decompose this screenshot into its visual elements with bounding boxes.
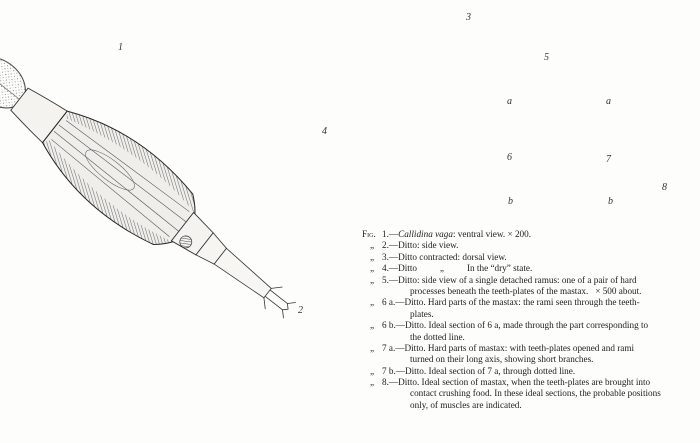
- figure-label-7b: b: [608, 196, 613, 207]
- caption-line-fig3: „ 3.—Ditto contracted: dorsal view.: [370, 251, 507, 262]
- figure-label-8: 8: [662, 182, 667, 193]
- caption-line-fig6a: „ 6 a.—Ditto. Hard parts of the mastax: …: [370, 297, 640, 308]
- figure-label-6b: b: [508, 196, 513, 207]
- figure-1-rotifer-ventral: [0, 56, 296, 319]
- figure-label-7a: a: [606, 96, 611, 107]
- caption-line-fig7b: „ 7 b.—Ditto. Ideal section of 7 a, thro…: [370, 365, 576, 376]
- caption-line-fig6a-cont: plates.: [410, 308, 434, 319]
- figure-label-4: 4: [322, 126, 327, 137]
- figure-label-2: 2: [298, 305, 303, 316]
- caption-line-fig8-cont2: only, of muscles are indicated.: [410, 399, 522, 410]
- caption-line-fig8-cont: contact crushing food. In these ideal se…: [410, 388, 661, 399]
- figure-label-7: 7: [606, 154, 611, 165]
- caption-line-fig4: „ 4.—Ditto „ In the “dry” state.: [370, 263, 533, 274]
- figure-label-6: 6: [507, 152, 512, 163]
- caption-line-fig5: „ 5.—Ditto: side view of a single detach…: [370, 274, 637, 285]
- caption-mark: Fig.: [362, 229, 376, 239]
- caption-line-fig1: Fig. 1.—Callidina vaga: ventral view. × …: [362, 229, 532, 239]
- figure-caption: Fig. 1.—Callidina vaga: ventral view. × …: [362, 229, 698, 411]
- caption-line-fig7a: „ 7 a.—Ditto. Hard parts of mastax: with…: [370, 342, 635, 353]
- figure-label-5: 5: [544, 52, 549, 63]
- caption-line-fig8: „ 8.—Ditto. Ideal section of mastax, whe…: [370, 377, 651, 388]
- caption-line-fig2: „ 2.—Ditto: side view.: [370, 240, 459, 251]
- caption-line-fig7a-cont: turned on their long axis, showing short…: [410, 354, 594, 365]
- caption-line-fig6b-cont: the dotted line.: [410, 331, 465, 342]
- figure-label-6a: a: [507, 96, 512, 107]
- figure-label-1: 1: [118, 42, 123, 53]
- species-name: Callidina vaga: [398, 229, 453, 239]
- caption-line-fig6b: „ 6 b.—Ditto. Ideal section of 6 a, made…: [370, 320, 649, 331]
- caption-line-fig5-cont: processes beneath the teeth-plates of th…: [410, 285, 642, 296]
- figure-label-3: 3: [466, 12, 471, 23]
